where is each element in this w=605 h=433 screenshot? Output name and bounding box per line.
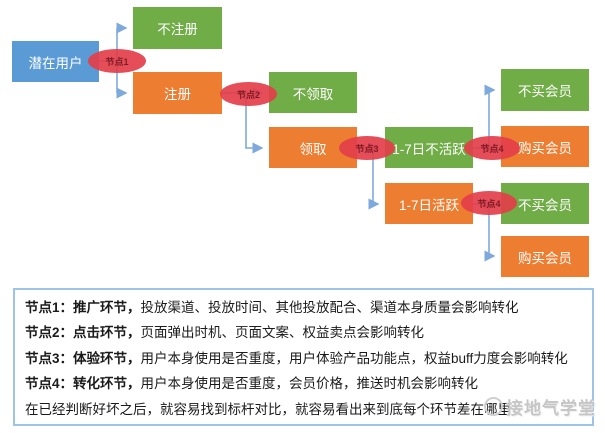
note-line-3-text: 用户本身使用是否重度，用户体验产品功能点，权益buff力度会影响转化 [140,350,568,366]
node-marker-4b: 节点4 [461,191,517,215]
flow-node-potential-user: 潜在用户 [12,41,99,82]
note-line-5: 在已经判断好坏之后，就容易找到标杆对比，就容易看出来到底每个环节差在哪里 [25,397,584,422]
node-marker-2: 节点2 [220,82,277,106]
note-line-3: 节点3：体验环节，用户本身使用是否重度，用户体验产品功能点，权益buff力度会影… [25,346,584,371]
flow-node-not-buy-member-1: 不买会员 [501,69,589,111]
flow-node-register: 注册 [133,72,222,114]
note-line-4: 节点4：转化环节，用户本身使用是否重度，会员价格，推送时机会影响转化 [25,371,584,396]
note-line-4-title: 节点4：转化环节， [25,376,141,392]
note-line-4-text: 用户本身使用是否重度，会员价格，推送时机会影响转化 [140,376,479,392]
note-line-2: 节点2：点击环节，页面弹出时机、页面文案、权益卖点会影响转化 [25,320,584,345]
flow-node-buy-member-1: 购买会员 [501,126,589,167]
flow-node-not-claim: 不领取 [269,72,357,113]
note-line-2-title: 节点2：点击环节， [25,325,141,341]
flow-node-inactive-1-7d: 1-7日不活跃 [385,127,473,168]
note-line-1-title: 节点1：推广环节， [25,300,141,315]
note-line-5-text: 在已经判断好坏之后，就容易找到标杆对比，就容易看出来到底每个环节差在哪里 [25,401,511,417]
watermark-text: 接地气学堂 [506,399,596,418]
note-line-1: 节点1：推广环节，投放渠道、投放时间、其他投放配合、渠道本身质量会影响转化 [25,295,584,320]
node-marker-3: 节点3 [339,136,395,160]
flow-node-not-register: 不注册 [133,7,222,49]
watermark-logo-icon [484,397,503,416]
node-marker-1: 节点1 [88,49,146,73]
note-line-3-title: 节点3：体验环节， [25,350,141,366]
flow-node-buy-member-2: 购买会员 [501,236,589,277]
node-marker-4a: 节点4 [464,136,520,160]
note-line-2-text: 页面弹出时机、页面文案、权益卖点会影响转化 [140,325,425,341]
watermark: 接地气学堂 [484,394,596,419]
note-line-1-text: 投放渠道、投放时间、其他投放配合、渠道本身质量会影响转化 [140,300,519,315]
flow-node-active-1-7d: 1-7日活跃 [385,183,473,224]
